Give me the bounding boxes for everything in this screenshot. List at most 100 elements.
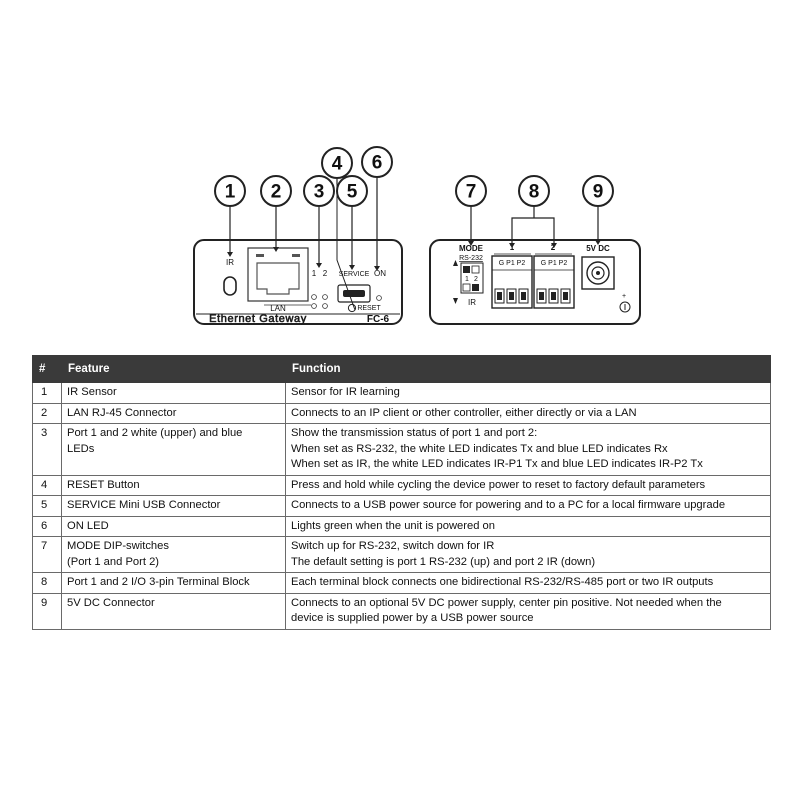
callout-9: 9 [582, 175, 614, 207]
row-feature: RESET Button [61, 474, 286, 496]
function-line: The default setting is port 1 RS-232 (up… [291, 555, 596, 568]
svg-text:9: 9 [593, 182, 604, 203]
row-number: 5 [32, 495, 62, 517]
row-feature: 5V DC Connector [61, 592, 286, 630]
dip-ir-label: IR [468, 298, 476, 307]
feature-table: # Feature Function 1 IR Sensor Sensor for … [32, 355, 771, 630]
row-function: Connects to an IP client or other contro… [285, 402, 771, 424]
row-number: 6 [32, 515, 62, 537]
on-label: ON [374, 269, 386, 278]
pins-2-label: G P1 P2 [541, 260, 568, 267]
rj45-port-icon [256, 262, 300, 295]
table-row: 4 RESET Button Press and hold while cyclin… [32, 474, 771, 496]
device-diagram: IR LAN 1 2 SERVICE RESET ON Ethernet Gat… [193, 146, 641, 325]
mini-usb-icon [343, 290, 365, 297]
ir-label: IR [226, 258, 234, 267]
led-blue-2 [322, 303, 328, 309]
row-function: Each terminal block connects one bidirec… [285, 572, 771, 594]
led-2-label: 2 [323, 269, 328, 278]
function-line: When set as IR, the white LED indicates … [291, 458, 703, 470]
led-blue-1 [311, 303, 317, 309]
function-line: device is supplied power by a USB power … [291, 612, 534, 624]
feature-line: Port 1 and 2 I/O 3-pin Terminal Block [67, 576, 250, 588]
row-feature: Port 1 and 2 I/O 3-pin Terminal Block [61, 572, 286, 594]
row-number: 3 [32, 423, 62, 476]
table-row: 5 SERVICE Mini USB Connector Connects to a… [32, 495, 771, 517]
row-function: Show the transmission status of port 1 a… [285, 423, 771, 476]
row-function: Press and hold while cycling the device … [285, 474, 771, 496]
svg-text:6: 6 [372, 153, 383, 174]
row-function: Connects to a USB power source for power… [285, 495, 771, 517]
callout-5: 5 [336, 175, 368, 207]
svg-text:2: 2 [271, 182, 282, 203]
row-number: 7 [32, 536, 62, 573]
row-function: Lights green when the unit is powered on [285, 515, 771, 537]
svg-text:7: 7 [466, 182, 477, 203]
table-row: 1 IR Sensor Sensor for IR learning [32, 382, 771, 404]
function-line: Press and hold while cycling the device … [291, 478, 706, 491]
rs232-label: RS-232 [459, 255, 483, 262]
feature-line: RESET Button [67, 478, 140, 491]
row-feature: ON LED [61, 515, 286, 537]
callout-7: 7 [455, 175, 487, 207]
callout-1: 1 [214, 175, 246, 207]
function-line: Connects to a USB power source for power… [291, 499, 726, 511]
feature-line: SERVICE Mini USB Connector [67, 499, 221, 511]
callout-8: 8 [518, 175, 550, 207]
dip-2-label: 2 [474, 276, 478, 283]
row-feature: SERVICE Mini USB Connector [61, 495, 286, 517]
function-line: Each terminal block connects one bidirec… [291, 576, 714, 588]
function-line: Connects to an IP client or other contro… [291, 406, 637, 419]
front-panel: IR LAN 1 2 SERVICE RESET ON Ethernet Gat… [193, 146, 403, 325]
lan-label: LAN [270, 304, 286, 313]
feature-line: (Port 1 and Port 2) [67, 555, 160, 568]
led-1-label: 1 [312, 269, 317, 278]
mode-label: MODE [459, 244, 484, 253]
svg-text:3: 3 [314, 182, 325, 203]
function-line: Show the transmission status of port 1 a… [291, 427, 538, 439]
row-function: Sensor for IR learning [285, 382, 771, 404]
callout-4: 4 [321, 147, 353, 179]
dip-1-label: 1 [465, 276, 469, 283]
model-text: FC-6 [367, 314, 390, 325]
row-number: 4 [32, 474, 62, 496]
header-number: # [32, 355, 62, 383]
table-header-row: # Feature Function [32, 355, 771, 383]
row-feature: IR Sensor [61, 382, 286, 404]
feature-line: Port 1 and 2 white (upper) and blue [67, 427, 243, 439]
callout-6: 6 [361, 146, 393, 178]
led-white-1 [311, 294, 317, 300]
brand-text: Ethernet Gateway [209, 313, 307, 325]
svg-text:1: 1 [225, 182, 236, 203]
table-row: 9 5V DC Connector Connects to an optional … [32, 592, 771, 630]
ir-sensor-icon [223, 276, 237, 296]
led-white-2 [322, 294, 328, 300]
function-line: Sensor for IR learning [291, 386, 400, 398]
feature-line: ON LED [67, 519, 109, 532]
row-number: 2 [32, 402, 62, 424]
service-label: SERVICE [339, 271, 370, 278]
feature-line: IR Sensor [67, 386, 117, 398]
row-function: Connects to an optional 5V DC power supp… [285, 592, 771, 630]
on-led [376, 295, 382, 301]
feature-line: LEDs [67, 442, 95, 455]
callout-2: 2 [260, 175, 292, 207]
feature-line: 5V DC Connector [67, 596, 155, 609]
row-number: 9 [32, 592, 62, 630]
function-line: Switch up for RS-232, switch down for IR [291, 540, 495, 552]
feature-line: MODE DIP-switches [67, 540, 169, 552]
row-feature: MODE DIP-switches (Port 1 and Port 2) [61, 536, 286, 573]
row-number: 1 [32, 382, 62, 404]
svg-text:4: 4 [332, 154, 343, 175]
rear-panel: MODE RS-232 1 2 IR 1 2 G P1 P2 G P1 P2 [429, 175, 641, 325]
callout-3: 3 [303, 175, 335, 207]
table-row: 6 ON LED Lights green when the unit is pow… [32, 515, 771, 537]
pins-1-label: G P1 P2 [499, 260, 526, 267]
row-function: Switch up for RS-232, switch down for IR… [285, 536, 771, 573]
svg-text:+: + [622, 293, 626, 300]
reset-label: RESET [357, 305, 381, 312]
header-function: Function [285, 355, 771, 383]
